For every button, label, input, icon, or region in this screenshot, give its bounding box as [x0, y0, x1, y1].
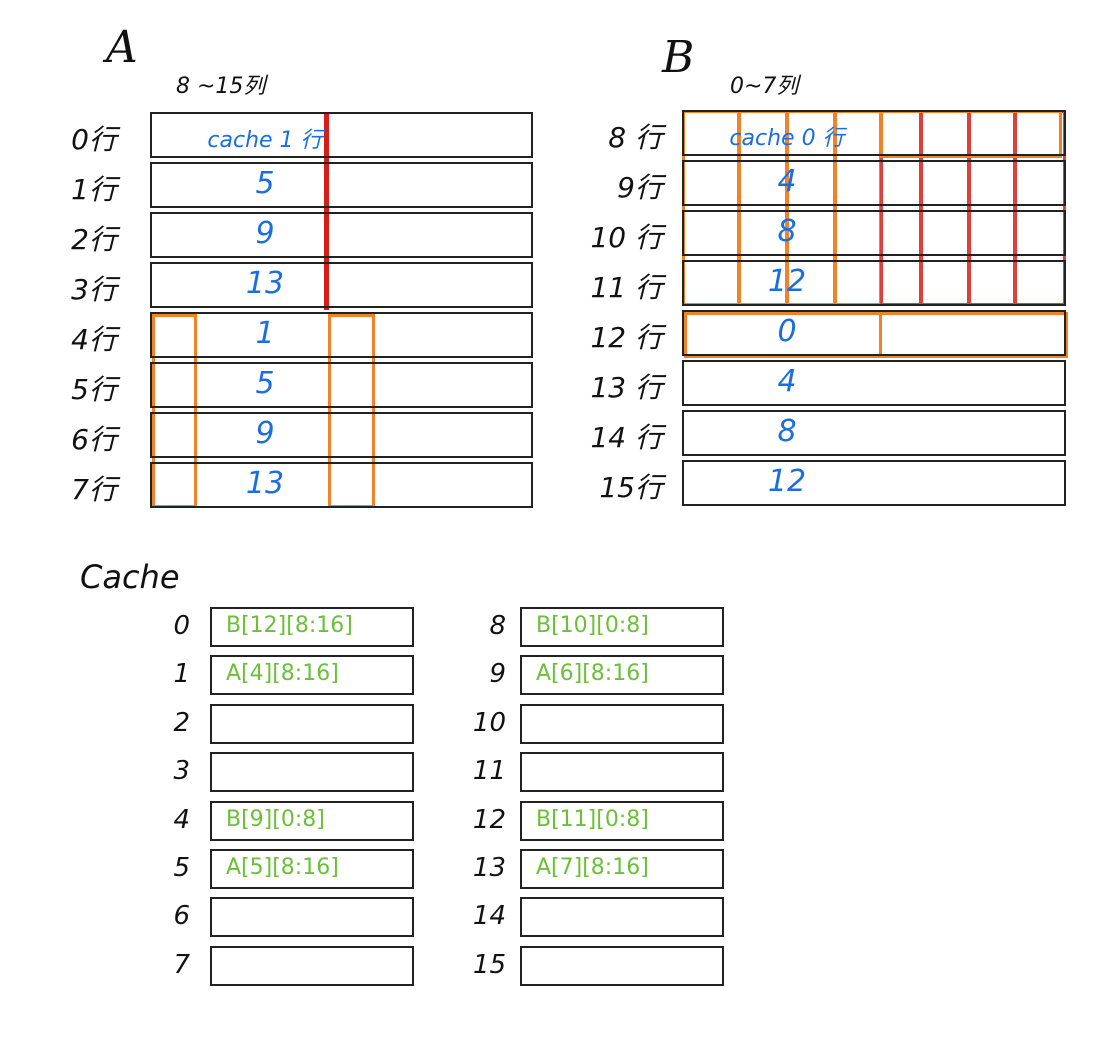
cache-left-line	[210, 752, 414, 792]
matrix-a-red-marker	[324, 112, 329, 310]
matrix-a-cache-set: cache 1 行	[207, 128, 323, 153]
matrix-a-cache-set: 13	[245, 266, 285, 301]
matrix-a-cache-set: 9	[255, 216, 275, 251]
matrix-b-row	[682, 260, 1066, 306]
matrix-b-title: B	[662, 32, 695, 83]
matrix-b-row	[682, 410, 1066, 456]
matrix-b-row-label: 12 行	[590, 321, 663, 354]
matrix-a-row-label: 4行	[71, 323, 117, 356]
matrix-b-cache-set: 12	[767, 464, 807, 499]
matrix-a-row-label: 2行	[71, 223, 117, 256]
cache-left-content: A[5][8:16]	[226, 855, 339, 880]
matrix-a-row-label: 1行	[71, 173, 117, 206]
cache-left-index: 1	[173, 659, 190, 689]
matrix-a-row-label: 7行	[71, 473, 117, 506]
cache-left-line	[210, 655, 414, 695]
matrix-a-cache-set: 5	[255, 166, 275, 201]
cache-left-line	[210, 801, 414, 841]
cache-left-index: 0	[173, 611, 190, 641]
matrix-b-row-label: 11 行	[590, 271, 663, 304]
cache-left-index: 2	[173, 708, 190, 738]
cache-right-content: B[11][0:8]	[536, 807, 649, 832]
matrix-a-row	[150, 212, 533, 258]
cache-right-index: 9	[489, 659, 506, 689]
cache-right-index: 14	[472, 901, 506, 931]
matrix-a-row	[150, 162, 533, 208]
cache-right-index: 12	[472, 805, 506, 835]
matrix-b-row	[682, 310, 1066, 356]
cache-right-index: 13	[472, 853, 506, 883]
cache-left-index: 4	[173, 805, 190, 835]
matrix-a-row	[150, 412, 533, 458]
matrix-a-row	[150, 462, 533, 508]
matrix-b-row-label: 10 行	[590, 221, 663, 254]
cache-right-content: A[7][8:16]	[536, 855, 649, 880]
cache-right-line	[520, 801, 724, 841]
matrix-b-row-label: 8 行	[608, 121, 663, 154]
cache-right-index: 8	[489, 611, 506, 641]
cache-right-index: 15	[472, 950, 506, 980]
matrix-b-row	[682, 210, 1066, 256]
matrix-b-column-range: 0~7列	[730, 74, 799, 99]
matrix-a-cache-set: 1	[255, 316, 275, 351]
matrix-b-row	[682, 110, 1066, 156]
matrix-a-row-label: 5行	[71, 373, 117, 406]
cache-right-line	[520, 607, 724, 647]
cache-title: Cache	[80, 558, 180, 596]
matrix-b-row-label: 13 行	[590, 371, 663, 404]
matrix-b-row-label: 9行	[617, 171, 663, 204]
cache-left-line	[210, 897, 414, 937]
matrix-b-row-label: 14 行	[590, 421, 663, 454]
cache-left-content: B[12][8:16]	[226, 613, 353, 638]
cache-left-index: 7	[173, 950, 190, 980]
matrix-b-cache-set: cache 0 行	[729, 126, 845, 151]
matrix-a-cache-set: 5	[255, 366, 275, 401]
cache-left-index: 3	[173, 756, 190, 786]
cache-left-line	[210, 607, 414, 647]
matrix-a-row-label: 6行	[71, 423, 117, 456]
matrix-b-cache-set: 8	[777, 214, 797, 249]
cache-right-content: A[6][8:16]	[536, 661, 649, 686]
cache-right-index: 11	[472, 756, 506, 786]
matrix-a-row	[150, 362, 533, 408]
matrix-b-row	[682, 460, 1066, 506]
matrix-b-cache-set: 4	[777, 164, 797, 199]
matrix-b-cache-set: 8	[777, 414, 797, 449]
matrix-b-orange-row-12-left	[684, 312, 882, 358]
matrix-b-row	[682, 360, 1066, 406]
cache-right-line	[520, 897, 724, 937]
cache-right-line	[520, 704, 724, 744]
cache-left-index: 5	[173, 853, 190, 883]
cache-left-line	[210, 704, 414, 744]
matrix-b-row-label: 15行	[599, 471, 663, 504]
matrix-a-row	[150, 312, 533, 358]
matrix-a-cache-set: 9	[255, 416, 275, 451]
cache-right-line	[520, 946, 724, 986]
cache-right-line	[520, 849, 724, 889]
matrix-a-column-range: 8 ~15列	[176, 74, 266, 99]
matrix-b-row	[682, 160, 1066, 206]
matrix-a-row	[150, 112, 533, 158]
matrix-a-title: A	[106, 22, 138, 73]
cache-left-content: A[4][8:16]	[226, 661, 339, 686]
matrix-b-cache-set: 4	[777, 364, 797, 399]
cache-left-line	[210, 946, 414, 986]
cache-left-content: B[9][0:8]	[226, 807, 325, 832]
cache-left-line	[210, 849, 414, 889]
matrix-b-cache-set: 0	[777, 314, 797, 349]
matrix-a-row	[150, 262, 533, 308]
cache-right-line	[520, 752, 724, 792]
matrix-a-row-label: 0行	[71, 123, 117, 156]
cache-right-line	[520, 655, 724, 695]
matrix-a-cache-set: 13	[245, 466, 285, 501]
cache-left-index: 6	[173, 901, 190, 931]
matrix-a-row-label: 3行	[71, 273, 117, 306]
matrix-b-cache-set: 12	[767, 264, 807, 299]
cache-right-content: B[10][0:8]	[536, 613, 649, 638]
cache-right-index: 10	[472, 708, 506, 738]
